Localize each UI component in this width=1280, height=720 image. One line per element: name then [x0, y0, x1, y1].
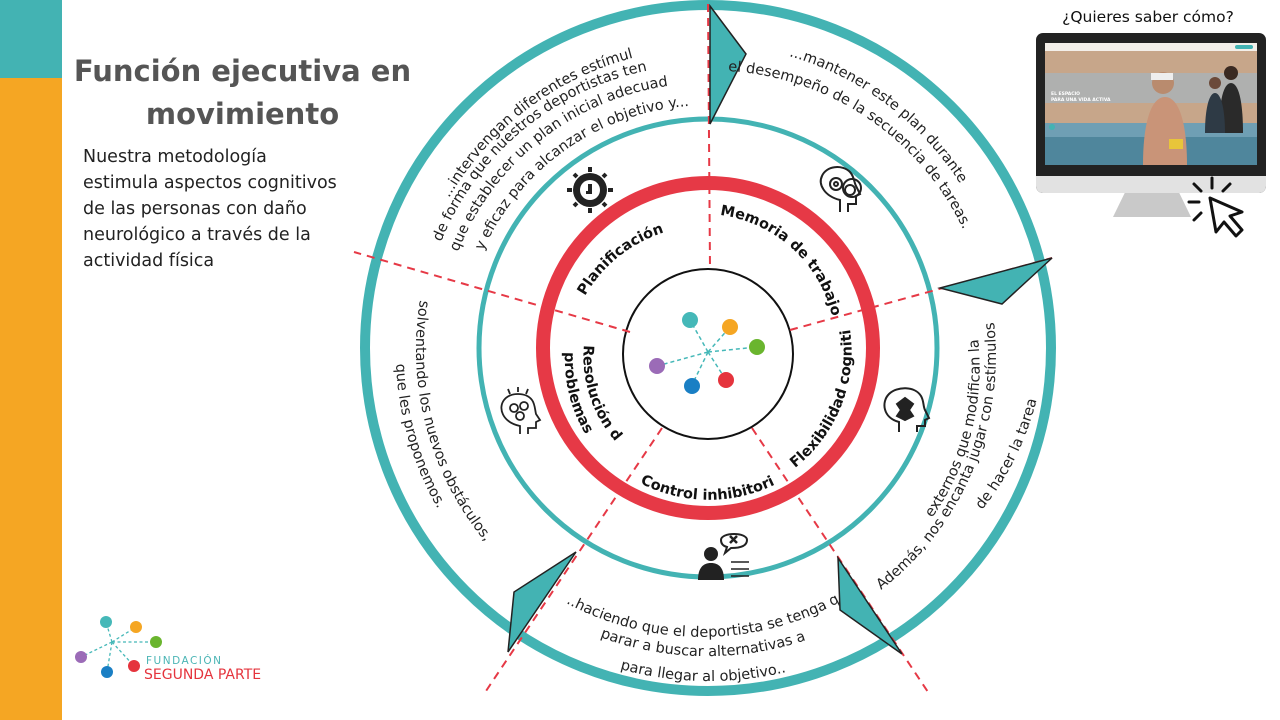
description-line: Nuestra metodología: [83, 147, 267, 167]
pool-photo: EL ESPACIO PARA UNA VIDA ACTIVA: [1045, 43, 1257, 165]
description: Nuestra metodología estimula aspectos co…: [83, 144, 358, 274]
ring-arrows: [507, 3, 1053, 655]
network-dot-green: [749, 339, 765, 355]
network-dot-teal: [682, 312, 698, 328]
network-link: [656, 351, 709, 367]
network-dot-orange: [722, 319, 738, 335]
head-brain-gears-icon: [500, 387, 542, 434]
logo-line-1: FUNDACIÓN: [146, 654, 223, 667]
divider-top: [707, 3, 711, 269]
center-network: [649, 312, 765, 394]
screen-heading-2: PARA UNA VIDA ACTIVA: [1051, 97, 1111, 103]
logo-mark: FUNDACIÓN SEGUNDA PARTE: [75, 616, 261, 683]
arrow-marker: [837, 555, 903, 655]
description-line: estimula aspectos cognitivos: [83, 173, 337, 193]
description-line: neurológico a través de la: [83, 225, 311, 245]
network-dot-purple: [649, 358, 665, 374]
title-line-2: movimiento: [145, 97, 340, 131]
head-gears-icon: [819, 166, 862, 212]
monitor-chin: [1036, 176, 1266, 193]
network-link: [707, 326, 731, 353]
page-title: Función ejecutiva en movimiento: [70, 50, 415, 136]
network-dot-blue: [684, 378, 700, 394]
outer-text-resolucion: solventando los nuevos obstáculos,: [412, 299, 495, 544]
side-accent-teal: [0, 0, 62, 78]
center-circle: [622, 268, 794, 440]
side-accent-orange: [0, 78, 62, 720]
description-line: actividad física: [83, 251, 215, 271]
person-speech-icon: [698, 533, 749, 580]
monitor-stand: [1113, 193, 1191, 217]
logo-line-2: SEGUNDA PARTE: [144, 667, 261, 683]
video-thumbnail[interactable]: EL ESPACIO PARA UNA VIDA ACTIVA: [1045, 43, 1257, 165]
outer-text-flexibilidad: de hacer la tarea..: [0, 0, 1040, 512]
head-puzzle-icon: [883, 387, 931, 432]
divider-left: [353, 251, 631, 333]
segment-label-resolucion: Resolución de: [0, 0, 625, 444]
description-line: de las personas con daño: [83, 199, 307, 219]
arrow-marker: [507, 551, 577, 653]
arrow-marker: [709, 3, 747, 125]
title-line-1: Función ejecutiva en: [73, 54, 412, 88]
network-dot-red: [718, 372, 734, 388]
network-link: [707, 351, 727, 381]
fundacion-logo: FUNDACIÓN SEGUNDA PARTE: [70, 610, 280, 685]
arrow-marker: [937, 257, 1053, 305]
video-monitor[interactable]: EL ESPACIO PARA UNA VIDA ACTIVA: [1036, 33, 1266, 193]
divider-bottom-left: [483, 427, 663, 695]
cursor-click-icon: [1187, 176, 1244, 238]
cta-label[interactable]: ¿Quieres saber cómo?: [1062, 8, 1234, 26]
network-link: [707, 346, 758, 353]
goal-clock-icon: [567, 167, 613, 213]
red-ring: [536, 176, 880, 520]
screen-heading-1: EL ESPACIO: [1051, 91, 1080, 97]
